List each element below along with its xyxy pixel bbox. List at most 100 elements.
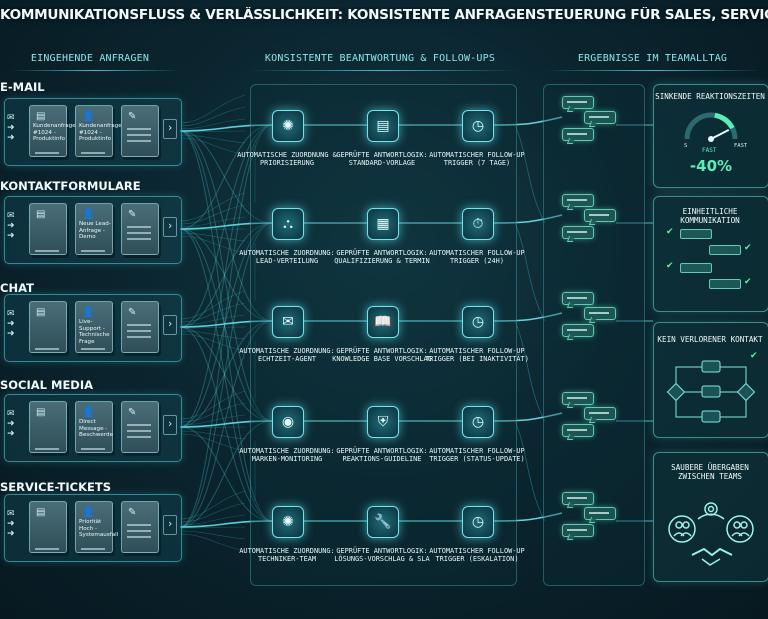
channel-cluster[interactable]: ✉➜➜ ▤ Kundenanfrage #1024 - Produktinfo … (4, 98, 182, 166)
flow-line (179, 402, 246, 423)
reaction-time-value: -40% (689, 157, 733, 175)
brain-icon[interactable]: ✺ (272, 506, 304, 538)
incoming-arrows-icon: ✉➜➜ (7, 211, 15, 241)
request-card[interactable]: ▤ Kundenanfrage #1024 - Produktinfo (29, 105, 76, 157)
document-icon[interactable]: ▤ (367, 110, 399, 142)
text-line (127, 424, 151, 426)
chevron-right-icon[interactable]: › (163, 217, 177, 237)
result-title: EINHEITLICHE KOMMUNIKATION (680, 207, 740, 225)
clock-icon[interactable]: ◷ (462, 406, 494, 438)
node-label-zuordnung: AUTOMATISCHE ZUORDNUNG: TECHNIKER-TEAM (239, 547, 335, 564)
flow-line (179, 137, 246, 156)
flow-line (179, 124, 273, 428)
chevron-right-icon[interactable]: › (163, 515, 177, 535)
document-icon: ▤ (36, 111, 46, 122)
request-card[interactable]: ✎ (121, 301, 159, 353)
request-card[interactable]: 👤 Priorität Hoch - Systemausfall (75, 501, 118, 553)
request-card[interactable]: ✎ (121, 105, 159, 157)
chevron-right-icon[interactable]: › (163, 415, 177, 435)
flow-line (179, 124, 273, 328)
text-line (127, 430, 151, 432)
request-card[interactable]: ✎ (121, 401, 159, 453)
pencil-icon: ✎ (128, 111, 137, 122)
text-line (81, 152, 105, 154)
request-card[interactable]: ✎ (121, 501, 159, 553)
flow-line (179, 228, 273, 422)
flow-line (179, 490, 246, 520)
page-title: KOMMUNIKATIONSFLUSS & VERLÄSSLICHKEIT: K… (0, 7, 768, 23)
flow-line (179, 320, 273, 428)
request-card[interactable]: ▤ (29, 401, 67, 453)
response-chat-stack (562, 292, 616, 340)
calendar-icon[interactable]: ▦ (367, 208, 399, 240)
signal-icon[interactable]: ◉ (272, 406, 304, 438)
chat-icon[interactable]: ✉ (272, 306, 304, 338)
request-card[interactable]: 👤 Direct Message - Beschwerde (75, 401, 113, 453)
flow-line (179, 124, 273, 230)
request-card[interactable]: ▤ (29, 301, 67, 353)
brain-icon[interactable]: ✺ (272, 110, 304, 142)
flow-line (179, 320, 273, 528)
chevron-right-icon[interactable]: › (163, 119, 177, 139)
document-icon: ▤ (36, 307, 46, 318)
chevron-right-icon[interactable]: › (163, 315, 177, 335)
chat-bubble-icon (562, 194, 594, 207)
clock-icon[interactable]: ◷ (462, 506, 494, 538)
wrench-icon[interactable]: 🔧 (367, 506, 399, 538)
column-header-incoming: EINGEHENDE ANFRAGEN (30, 53, 150, 64)
node-label-followup: AUTOMATISCHER FOLLOW-UP TRIGGER (24H) (429, 249, 525, 266)
text-line (127, 324, 151, 326)
node-label-followup: AUTOMATISCHER FOLLOW-UP TRIGGER (STATUS-… (429, 447, 525, 464)
channel-cluster[interactable]: ✉➜➜ ▤ 👤 Priorität Hoch - Systemausfall ✎… (4, 494, 182, 562)
chat-bubble-icon (709, 245, 741, 255)
result-panel-consistency: EINHEITLICHE KOMMUNIKATION ✔ ✔ ✔ ✔ (653, 196, 768, 312)
flow-line (179, 130, 273, 522)
request-card[interactable]: ▤ (29, 203, 67, 255)
node-label-zuordnung: AUTOMATISCHE ZUORDNUNG: ECHTZEIT-AGENT (239, 347, 335, 364)
flow-line (179, 326, 273, 422)
text-line (81, 250, 105, 252)
user-icon: 👤 (82, 209, 95, 220)
shield-check-icon[interactable]: ⛨ (367, 406, 399, 438)
request-card[interactable]: 👤 Live-Support - Technische Frage (75, 301, 113, 353)
flow-line (179, 130, 273, 422)
channel-cluster[interactable]: ✉➜➜ ▤ 👤 Neue Lead-Anfrage - Demo ✎ › (4, 196, 182, 264)
request-card[interactable]: 👤 Neue Lead-Anfrage - Demo (75, 203, 113, 255)
org-chart-icon[interactable]: ⛬ (272, 208, 304, 240)
column-header-processing: KONSISTENTE BEANTWORTUNG & FOLLOW-UPS (264, 53, 496, 64)
chat-bubble-icon (562, 424, 594, 437)
text-line (35, 152, 59, 154)
text-line (35, 250, 59, 252)
flow-line (179, 502, 246, 523)
channel-cluster[interactable]: ✉➜➜ ▤ 👤 Direct Message - Beschwerde ✎ › (4, 394, 182, 462)
chat-bubble-icon (562, 292, 594, 305)
timer-icon[interactable]: ⏱ (462, 208, 494, 240)
request-card[interactable]: ▤ (29, 501, 67, 553)
book-icon[interactable]: 📖 (367, 306, 399, 338)
chat-bubble-icon (584, 407, 616, 420)
result-title: SINKENDE REAKTIONSZEITEN (655, 92, 765, 101)
text-line (81, 548, 105, 550)
text-line (81, 448, 105, 450)
flow-line (179, 330, 246, 340)
gauge-label-fast-end: FAST (734, 143, 748, 149)
clock-icon[interactable]: ◷ (462, 110, 494, 142)
clock-icon[interactable]: ◷ (462, 306, 494, 338)
request-card-text: Direct Message - Beschwerde (79, 419, 114, 439)
incoming-arrows-icon: ✉➜➜ (7, 113, 15, 143)
pencil-icon: ✎ (128, 209, 137, 220)
flow-line (179, 530, 246, 540)
channel-cluster[interactable]: ✉➜➜ ▤ 👤 Live-Support - Technische Frage … (4, 294, 182, 362)
flow-line (179, 130, 246, 133)
incoming-arrows-icon: ✉➜➜ (7, 309, 15, 339)
text-line (127, 530, 151, 532)
chat-bubble-icon (562, 524, 594, 537)
text-line (127, 436, 151, 438)
response-chat-stack (562, 492, 616, 540)
flow-line (514, 124, 546, 224)
flow-line (179, 314, 246, 326)
flow-line (179, 533, 246, 552)
request-card[interactable]: 👤 Kundenanfrage #1024 - Produktinfo (75, 105, 122, 157)
request-card[interactable]: ✎ (121, 203, 159, 255)
response-chat-stack (562, 194, 616, 242)
